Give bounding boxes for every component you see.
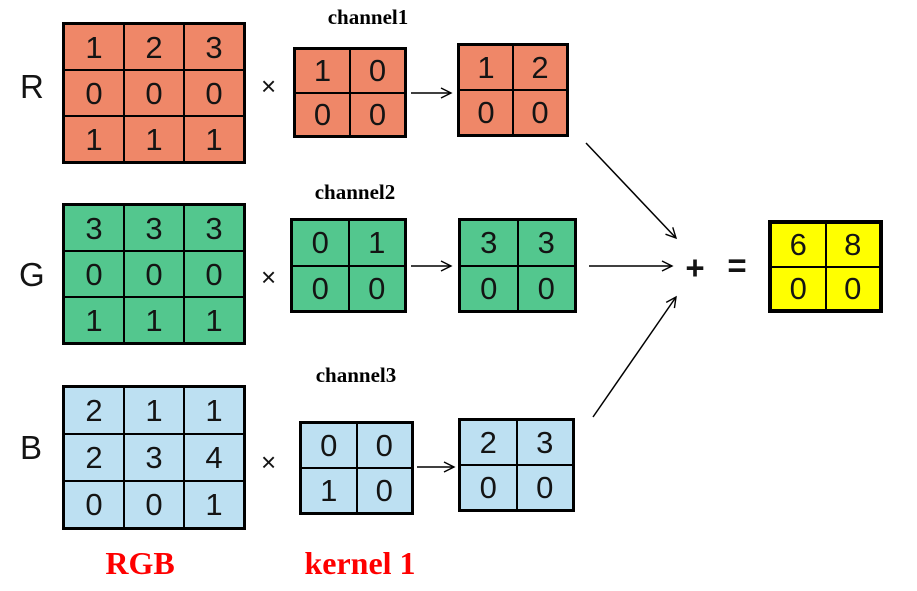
matrix-cell: 2	[513, 45, 567, 90]
matrix-cell: 1	[124, 116, 184, 162]
matrix-cell: 0	[517, 265, 575, 311]
matrix-cell: 0	[356, 468, 412, 513]
matrix-cell: 0	[292, 265, 349, 311]
channel-label-b: B	[20, 429, 43, 466]
channel-label-r: R	[20, 68, 44, 105]
matrix-cell: 1	[124, 387, 184, 434]
matrix-cell: 1	[295, 49, 350, 93]
matrix-cell: 2	[64, 434, 124, 481]
matrix-cell: 1	[459, 45, 513, 90]
matrix-cell: 0	[825, 266, 880, 310]
matrix-cell: 1	[64, 24, 124, 70]
kernel-title-channel3: channel3	[315, 363, 397, 387]
kernel-title-channel2: channel2	[314, 180, 396, 204]
matrix-cell: 1	[348, 220, 405, 266]
matrix-cell: 0	[348, 265, 405, 311]
arrow-result3-to-sum	[592, 295, 677, 418]
matrix-cell: 0	[350, 49, 405, 93]
channel-label-g: G	[19, 256, 45, 293]
matrix-cell: 1	[64, 116, 124, 162]
multiply-operator-g: ×	[261, 262, 277, 292]
matrix-cell: 1	[184, 116, 244, 162]
matrix-cell: 0	[301, 423, 357, 468]
matrix-cell: 0	[295, 92, 350, 136]
matrix-cell: 0	[184, 70, 244, 116]
matrix-cell: 1	[184, 387, 244, 434]
matrix-cell: 3	[516, 420, 573, 465]
matrix-cell: 0	[460, 465, 517, 510]
matrix-cell: 6	[771, 223, 826, 267]
matrix-cell: 0	[356, 423, 412, 468]
matrix-cell: 0	[64, 251, 124, 297]
rgb-footer-label: RGB	[105, 545, 175, 581]
matrix-cell: 0	[460, 265, 518, 311]
matrix-cell: 0	[64, 70, 124, 116]
matrix-cell: 0	[516, 465, 573, 510]
matrix-cell: 1	[124, 297, 184, 343]
arrow-result1-to-sum	[585, 142, 678, 240]
matrix-cell: 2	[64, 387, 124, 434]
matrix-cell: 0	[459, 90, 513, 135]
matrix-cell: 8	[825, 223, 880, 267]
matrix-cell: 3	[64, 205, 124, 251]
multiply-operator-r: ×	[261, 71, 277, 101]
matrix-cell: 2	[460, 420, 517, 465]
matrix-cell: 3	[460, 220, 518, 266]
matrix-cell: 3	[184, 24, 244, 70]
multiply-operator-b: ×	[261, 447, 277, 477]
equals-operator: =	[727, 247, 747, 284]
matrix-cell: 1	[184, 297, 244, 343]
matrix-cell: 3	[124, 205, 184, 251]
matrix-cell: 0	[350, 92, 405, 136]
kernel1-footer-label: kernel 1	[304, 545, 416, 581]
matrix-cell: 0	[771, 266, 826, 310]
matrix-cell: 0	[124, 70, 184, 116]
matrix-cell: 4	[184, 434, 244, 481]
matrix-cell: 1	[64, 297, 124, 343]
plus-operator: +	[685, 249, 705, 286]
matrix-cell: 0	[124, 251, 184, 297]
matrix-cell: 3	[517, 220, 575, 266]
matrix-cell: 0	[184, 251, 244, 297]
matrix-cell: 3	[124, 434, 184, 481]
matrix-cell: 0	[513, 90, 567, 135]
kernel-title-channel1: channel1	[327, 5, 409, 29]
matrix-cell: 0	[292, 220, 349, 266]
matrix-cell: 0	[64, 481, 124, 528]
matrix-cell: 1	[184, 481, 244, 528]
matrix-cell: 1	[301, 468, 357, 513]
matrix-cell: 2	[124, 24, 184, 70]
matrix-cell: 0	[124, 481, 184, 528]
matrix-cell: 3	[184, 205, 244, 251]
